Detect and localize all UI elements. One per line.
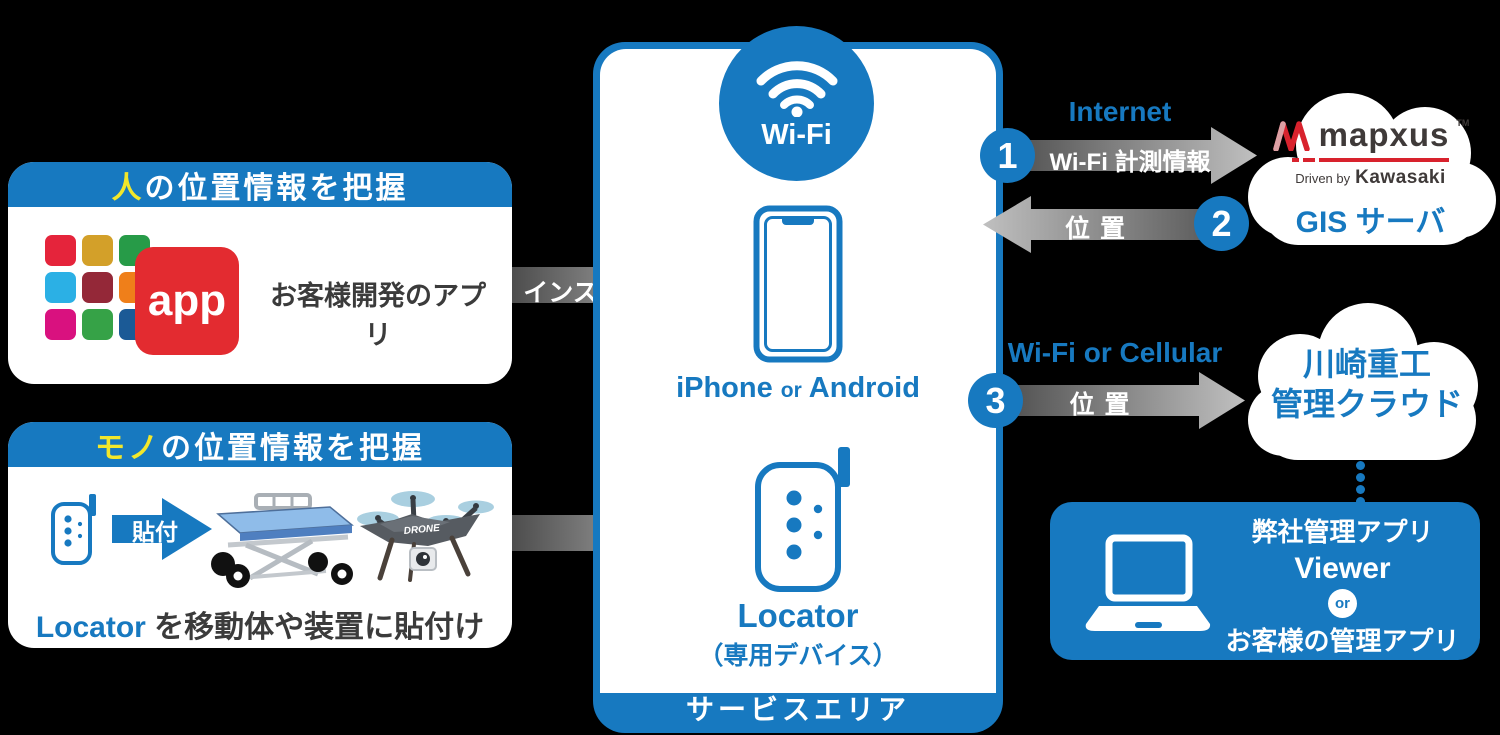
flow2-badge: 2 xyxy=(1194,196,1249,251)
or-badge: or xyxy=(1328,589,1357,618)
wifi-icon xyxy=(756,61,837,117)
locator-device-icon xyxy=(51,494,96,565)
drone-body-label: DRONE xyxy=(403,523,440,537)
people-panel-header: 人の位置情報を把握 xyxy=(8,162,512,207)
gis-cloud-content: mapxus TM Driven by Kawasaki GIS サーバ xyxy=(1258,118,1483,241)
attach-arrow xyxy=(112,498,212,560)
kawasaki-cloud-label: 川崎重工 管理クラウド xyxy=(1252,344,1482,424)
people-title-highlight: 人 xyxy=(111,171,145,205)
things-title-highlight: モノ xyxy=(95,431,161,465)
dotted-connector xyxy=(1356,461,1365,506)
flow1-title: Internet xyxy=(1068,96,1172,127)
management-app-line1: 弊社管理アプリ xyxy=(1251,517,1434,547)
flow3-arrow-label: 位置 xyxy=(1069,391,1140,419)
things-location-panel: モノの位置情報を把握 貼付 xyxy=(8,422,512,648)
flow3-arrow xyxy=(1000,372,1245,429)
locator-icon xyxy=(755,447,850,592)
driven-by-kawasaki: Driven by Kawasaki xyxy=(1295,167,1446,189)
mapxus-m-icon xyxy=(1272,120,1310,151)
things-title-rest: の位置情報を把握 xyxy=(161,431,425,465)
phone-name-1: iPhone xyxy=(676,372,773,404)
app-grid-cell xyxy=(45,235,76,266)
phone-label: iPhone or Android xyxy=(648,372,948,405)
caption-locator-word: Locator xyxy=(35,611,146,644)
phone-name-2: Android xyxy=(808,372,920,404)
smartphone-icon xyxy=(753,205,843,363)
kawasaki-brand: Kawasaki xyxy=(1355,167,1446,188)
app-grid-cell xyxy=(82,272,113,303)
flow1-arrow-label: Wi-Fi 計測情報 xyxy=(1049,149,1211,176)
management-app-line2: Viewer xyxy=(1294,552,1391,585)
wifi-access-point: Wi-Fi xyxy=(719,26,874,181)
management-app-line3: お客様の管理アプリ xyxy=(1225,626,1460,656)
mapxus-logo-text: mapxus xyxy=(1318,116,1450,153)
management-app-box: 弊社管理アプリ Viewer or お客様の管理アプリ xyxy=(1050,502,1480,660)
mapxus-underline xyxy=(1292,158,1449,162)
locator-device-circle xyxy=(20,476,128,584)
app-grid-cell xyxy=(82,235,113,266)
app-grid-cell xyxy=(45,309,76,340)
app-grid-cell xyxy=(82,309,113,340)
wifi-label: Wi-Fi xyxy=(761,119,832,151)
gis-server-label: GIS サーバ xyxy=(1295,206,1446,239)
mapxus-tm: TM xyxy=(1456,118,1470,128)
people-location-panel: 人の位置情報を把握 app お客様開発のアプリ xyxy=(8,162,512,384)
flow1-arrow xyxy=(1005,127,1257,184)
locator-label: Locator xyxy=(737,597,859,634)
phone-or: or xyxy=(780,379,802,402)
management-app-text: 弊社管理アプリ Viewer or お客様の管理アプリ xyxy=(1215,512,1470,658)
drone-image: DRONE xyxy=(357,491,494,582)
service-area-label: サービスエリア xyxy=(685,694,910,725)
flow3-badge: 3 xyxy=(968,373,1023,428)
flow2-arrow-label: 位置 xyxy=(1064,215,1135,243)
attach-arrow-label: 貼付 xyxy=(132,519,178,545)
flow3-title: Wi-Fi or Cellular xyxy=(1007,337,1223,368)
locator-sub-label: （専用デバイス） xyxy=(698,642,898,670)
things-panel-caption: Locator を移動体や装置に貼付け xyxy=(8,602,512,646)
things-panel-header: モノの位置情報を把握 xyxy=(8,422,512,467)
flow1-badge: 1 xyxy=(980,128,1035,183)
kawasaki-cloud-line1: 川崎重工 xyxy=(1302,346,1431,382)
flow2-arrow xyxy=(983,196,1243,253)
people-title-rest: の位置情報を把握 xyxy=(144,171,409,205)
kawasaki-cloud-line2: 管理クラウド xyxy=(1270,386,1463,422)
app-icon-label: app xyxy=(147,276,227,325)
app-icon: app xyxy=(135,247,239,355)
app-grid-cell xyxy=(45,272,76,303)
kawasaki-cloud-shape xyxy=(1248,303,1478,460)
caption-rest: を移動体や装置に貼付け xyxy=(145,611,485,644)
people-panel-caption: お客様開発のアプリ xyxy=(270,281,486,350)
laptop-icon xyxy=(1085,534,1211,631)
mapxus-logo: mapxus TM xyxy=(1272,116,1470,153)
stretcher-image xyxy=(211,493,354,588)
driven-by-text: Driven by xyxy=(1295,171,1351,186)
gis-cloud-shape xyxy=(1248,93,1496,245)
